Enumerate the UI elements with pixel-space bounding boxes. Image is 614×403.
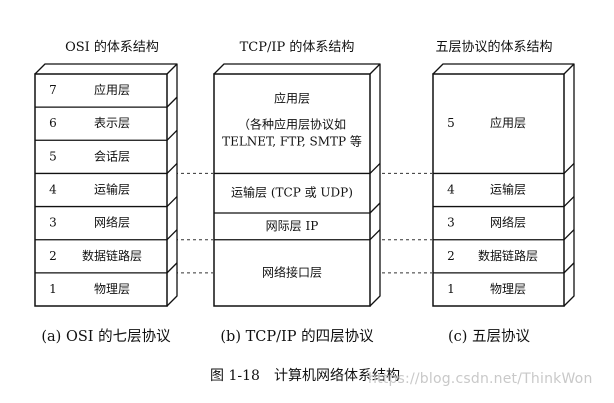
osi-layer-label: 运输层	[94, 182, 130, 197]
tcpip-stack-top-edge	[369, 63, 381, 75]
osi-layer-divider-depth	[166, 229, 178, 241]
five-layer-divider-depth	[563, 196, 575, 208]
tcpip-header: TCP/IP 的体系结构	[239, 40, 355, 55]
five-layer-stack-top-edge	[563, 63, 575, 75]
osi-layer-divider-depth	[166, 196, 178, 208]
five-layer-stack	[432, 63, 575, 307]
osi-layer-number: 6	[49, 116, 57, 130]
watermark: https://blog.csdn.net/ThinkWon	[368, 371, 593, 387]
five-layer-divider-depth	[563, 262, 575, 274]
five-layer-header: 五层协议的体系结构	[435, 40, 553, 55]
tcpip-layer-label: 应用层	[274, 91, 310, 106]
five-layer-divider-depth	[563, 162, 575, 174]
five-layer-caption: (c) 五层协议	[447, 329, 531, 345]
five-layer-label: 数据链路层	[478, 248, 538, 263]
osi-layer-number: 4	[49, 183, 57, 197]
osi-layer-number: 7	[49, 83, 57, 97]
five-layer-stack-front-face	[432, 73, 565, 307]
osi-stack	[34, 63, 178, 307]
tcpip-stack	[213, 63, 381, 307]
osi-layer-number: 1	[49, 282, 57, 296]
tcpip-caption: (b) TCP/IP 的四层协议	[220, 329, 374, 345]
tcpip-layer-detail: TELNET, FTP, SMTP 等	[222, 135, 362, 149]
osi-layer-label: 会话层	[94, 149, 130, 163]
five-layer-label: 物理层	[490, 282, 526, 296]
osi-layer-divider-depth	[166, 129, 178, 141]
osi-layer-divider-depth	[166, 96, 178, 108]
osi-layer-label: 网络层	[94, 215, 130, 230]
osi-layer-divider-depth	[166, 262, 178, 274]
tcpip-layer-divider-depth	[369, 202, 381, 214]
tcpip-layer-label: 网络接口层	[262, 264, 322, 279]
osi-layer-divider-depth	[166, 162, 178, 174]
tcpip-layer-divider-depth	[369, 162, 381, 174]
five-layer-number: 1	[447, 282, 455, 296]
figure-caption: 图 1-18 计算机网络体系结构	[210, 368, 400, 384]
osi-layer-label: 应用层	[94, 82, 130, 97]
tcpip-layer-label: 网际层 IP	[266, 219, 319, 233]
osi-layer-number: 5	[49, 149, 57, 163]
five-layer-number: 4	[447, 183, 455, 197]
osi-layer-label: 数据链路层	[82, 248, 142, 263]
five-layer-number: 3	[447, 216, 455, 230]
tcpip-layer-label: 运输层 (TCP 或 UDP)	[231, 185, 353, 200]
osi-stack-top-edge	[166, 63, 178, 75]
five-layer-label: 网络层	[490, 215, 526, 230]
osi-caption: (a) OSI 的七层协议	[41, 329, 171, 345]
osi-header: OSI 的体系结构	[65, 40, 159, 55]
tcpip-layer-detail: （各种应用层协议如	[238, 117, 346, 132]
five-layer-label: 运输层	[490, 182, 526, 197]
tcpip-layer-divider-depth	[369, 229, 381, 241]
five-layer-label: 应用层	[490, 115, 526, 130]
osi-stack-front-face	[34, 73, 168, 307]
osi-layer-number: 2	[49, 249, 57, 263]
osi-layer-label: 表示层	[94, 116, 130, 130]
osi-layer-number: 3	[49, 216, 57, 230]
tcpip-stack-front-face	[213, 73, 371, 307]
five-layer-number: 2	[447, 249, 455, 263]
five-layer-divider-depth	[563, 229, 575, 241]
osi-layer-label: 物理层	[94, 282, 130, 296]
five-layer-number: 5	[447, 116, 455, 130]
